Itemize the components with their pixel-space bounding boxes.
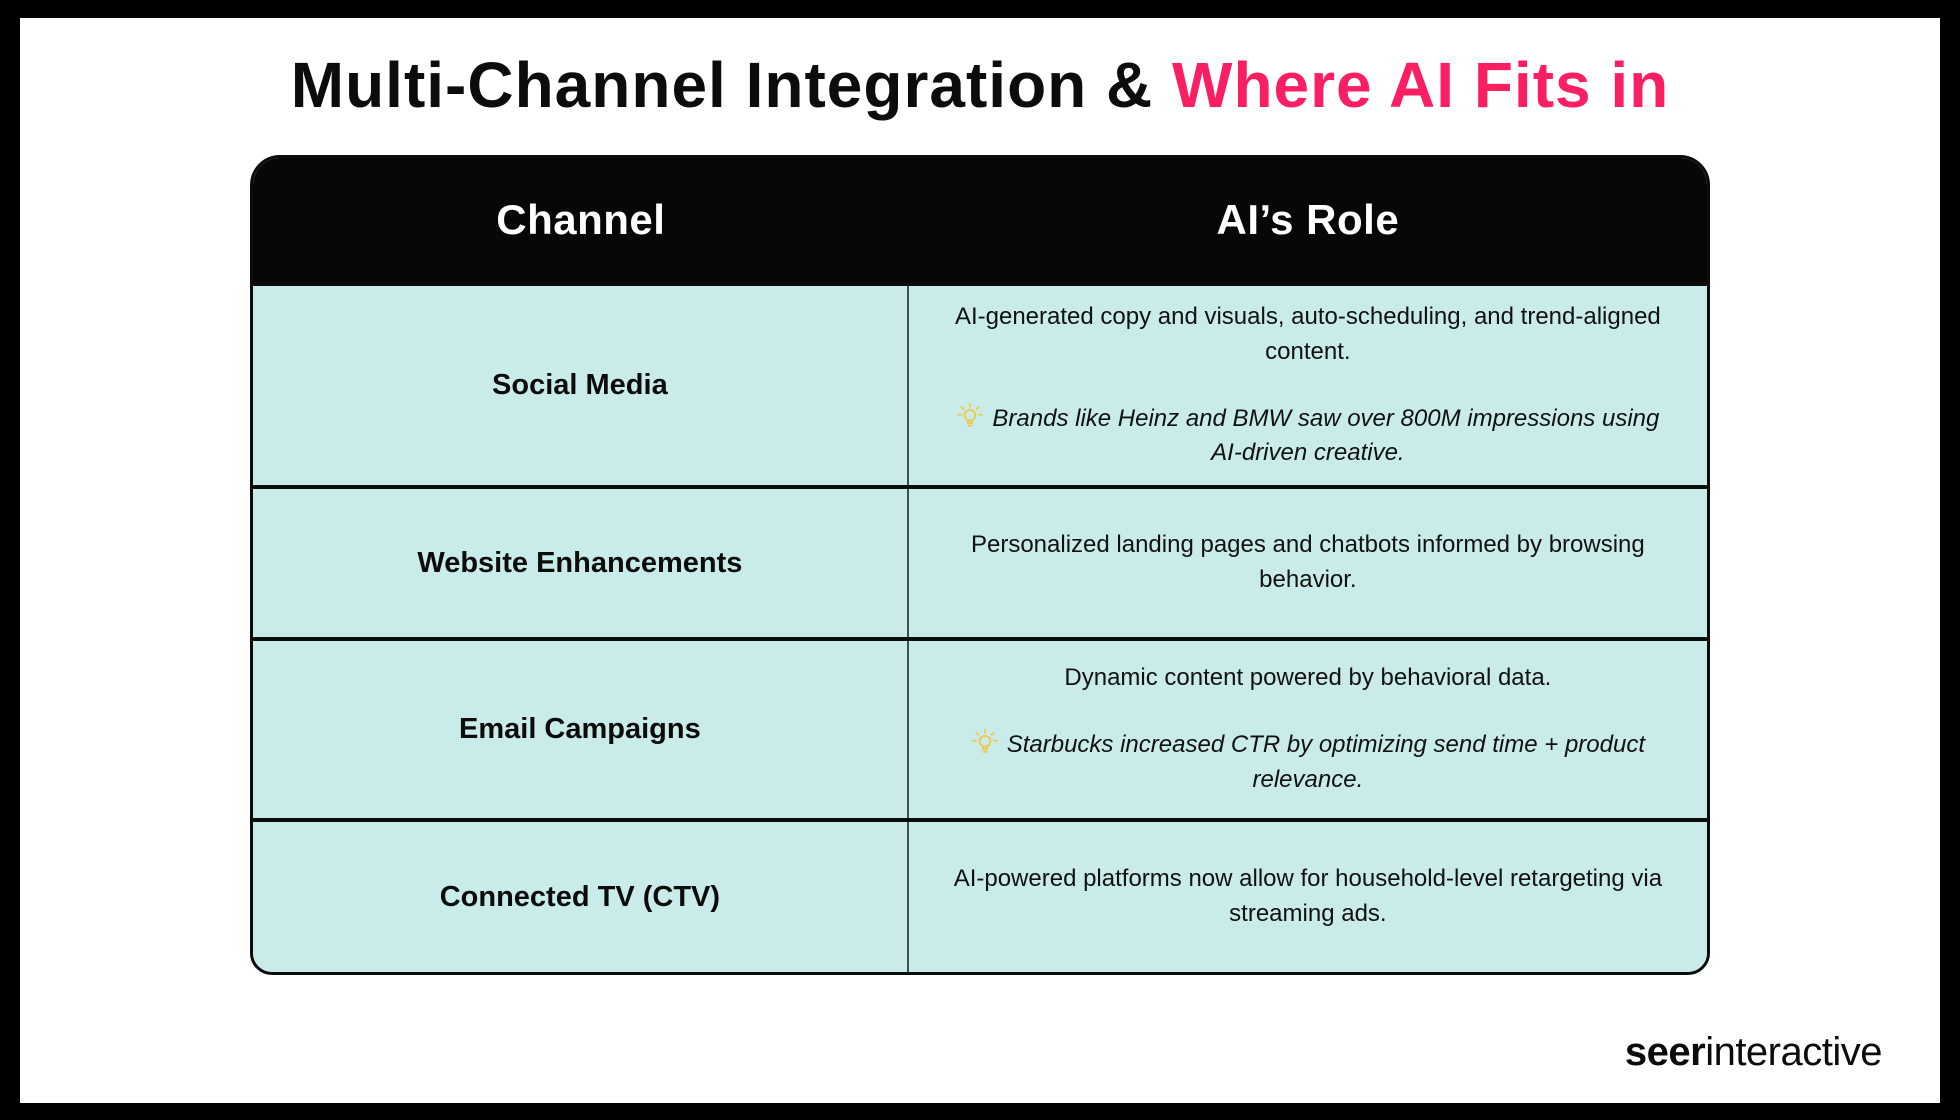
- role-cell: Dynamic content powered by behavioral da…: [909, 641, 1707, 818]
- role-note: Brands like Heinz and BMW saw over 800M …: [949, 402, 1667, 472]
- channel-cell: Email Campaigns: [253, 641, 909, 819]
- table-row-email-campaigns: Email Campaigns Dynamic content powered …: [253, 637, 1707, 819]
- role-cell: Personalized landing pages and chatbots …: [909, 489, 1707, 637]
- logo-seer: seer: [1624, 1030, 1706, 1074]
- table-header-row: Channel AI’s Role: [253, 158, 1707, 282]
- channel-cell: Social Media: [253, 286, 909, 486]
- logo-interactive: interactive: [1705, 1030, 1882, 1074]
- page-title: Multi-Channel Integration & Where AI Fit…: [20, 48, 1940, 122]
- slide-canvas: Multi-Channel Integration & Where AI Fit…: [20, 18, 1940, 1103]
- lightbulb-icon: [957, 402, 984, 427]
- role-main-text: Personalized landing pages and chatbots …: [970, 531, 1645, 594]
- seer-interactive-logo: seerinteractive: [1624, 1030, 1883, 1075]
- header-cell-role: AI’s Role: [1216, 196, 1400, 243]
- lightbulb-icon: [971, 729, 998, 754]
- role-cell: AI-generated copy and visuals, auto-sche…: [909, 286, 1707, 485]
- page-title-prefix: Multi-Channel Integration &: [290, 49, 1173, 121]
- table-row-connected-tv: Connected TV (CTV) AI-powered platforms …: [253, 818, 1707, 972]
- table-row-social-media: Social Media AI-generated copy and visua…: [253, 282, 1707, 486]
- role-note-text: Brands like Heinz and BMW saw over 800M …: [992, 404, 1660, 467]
- header-cell-channel: Channel: [496, 196, 666, 243]
- role-main-text: AI-powered platforms now allow for house…: [953, 865, 1663, 928]
- role-main-text: AI-generated copy and visuals, auto-sche…: [954, 303, 1661, 365]
- role-note-text: Starbucks increased CTR by optimizing se…: [1006, 731, 1646, 794]
- role-cell: AI-powered platforms now allow for house…: [909, 822, 1707, 972]
- role-note: Starbucks increased CTR by optimizing se…: [949, 728, 1667, 798]
- page-title-highlight: Where AI Fits in: [1172, 49, 1670, 121]
- channel-cell: Connected TV (CTV): [253, 822, 909, 972]
- table-row-website-enhancements: Website Enhancements Personalized landin…: [253, 485, 1707, 638]
- role-main-text: Dynamic content powered by behavioral da…: [1064, 664, 1552, 692]
- channel-ai-table: Channel AI’s Role Social Media AI-genera…: [250, 155, 1710, 975]
- channel-cell: Website Enhancements: [253, 489, 909, 638]
